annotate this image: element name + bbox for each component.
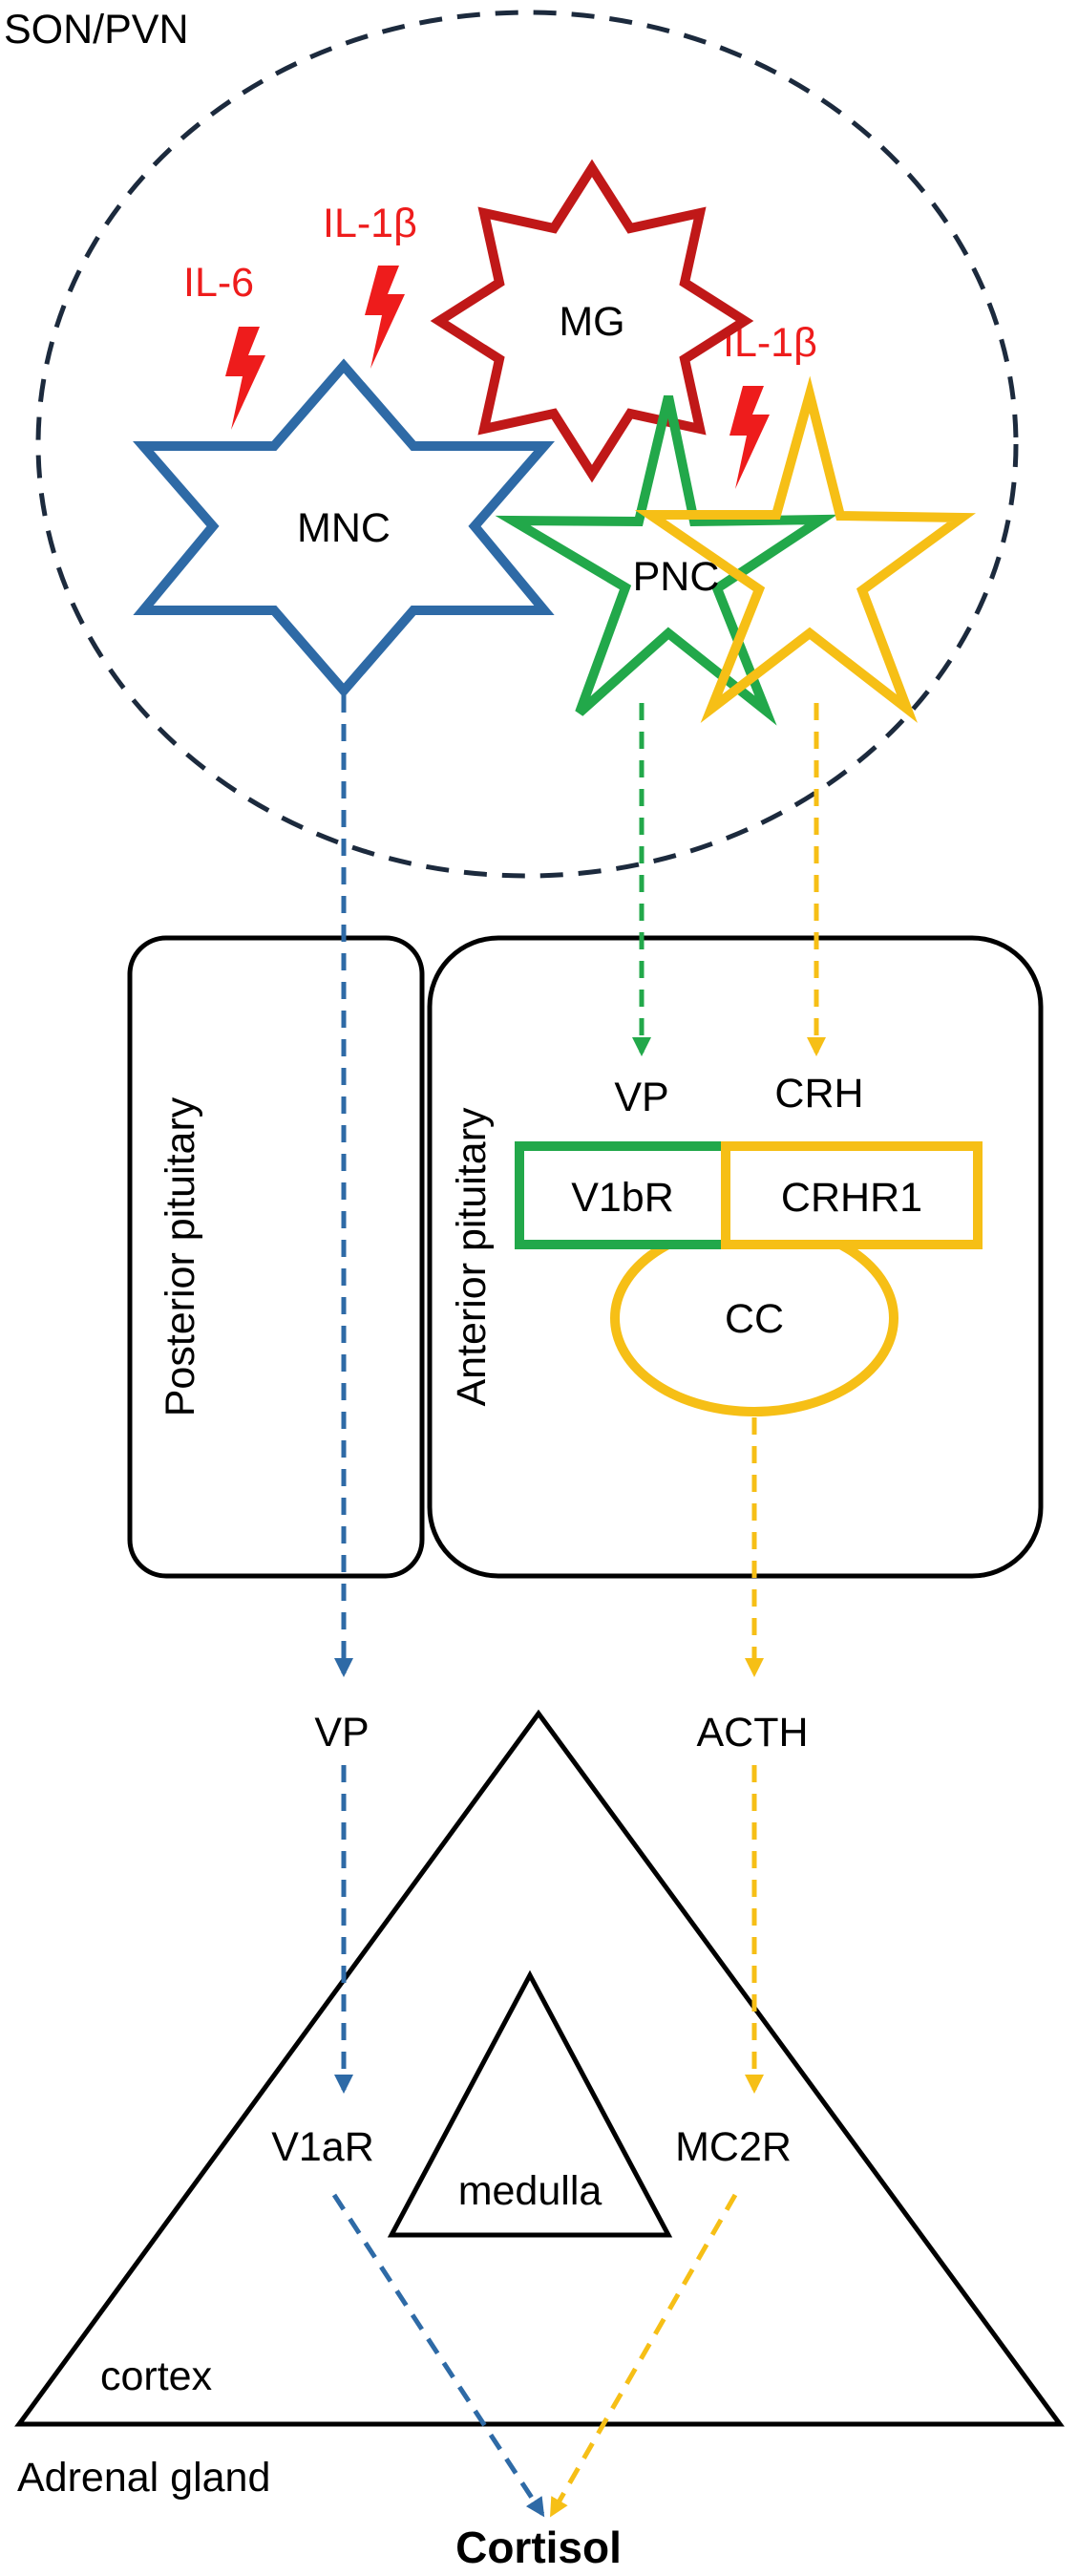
- lightning-bolt-icon: [729, 386, 770, 489]
- mc2r-label: MC2R: [675, 2124, 792, 2170]
- adrenal-cortex-triangle: [14, 1709, 1065, 2427]
- son-pvn-label: SON/PVN: [4, 7, 189, 53]
- pnc-vp-star: [495, 394, 838, 726]
- adrenal-medulla-triangle: [387, 1969, 673, 2238]
- v1ar-label: V1aR: [271, 2124, 374, 2170]
- adrenal-gland-label: Adrenal gland: [17, 2455, 270, 2501]
- posterior-pituitary-box: [127, 935, 425, 1579]
- cortisol-label: Cortisol: [455, 2523, 622, 2572]
- posterior-pituitary-label: Posterior pituitary: [158, 1096, 203, 1416]
- pnc-crh-star: [634, 375, 976, 724]
- son-pvn-region: [35, 10, 1019, 879]
- crhr1-receptor-box: [721, 1141, 983, 1249]
- mnc-magnocellular-neuron-shape: [133, 358, 555, 698]
- mnc-label: MNC: [297, 505, 391, 551]
- il6-label: IL-6: [183, 260, 254, 306]
- anterior-pituitary-box: [427, 935, 1044, 1579]
- crhr1-label: CRHR1: [781, 1175, 922, 1221]
- anterior-pituitary-label: Anterior pituitary: [449, 1107, 495, 1407]
- vp-anterior-label: VP: [614, 1075, 668, 1120]
- mg-label: MG: [559, 299, 624, 345]
- medulla-label: medulla: [458, 2168, 602, 2214]
- acth-label: ACTH: [696, 1710, 808, 1756]
- crh-label: CRH: [774, 1071, 863, 1117]
- v1ar-to-cortisol-arrow: [331, 2193, 545, 2518]
- il1b-left-label: IL-1β: [323, 201, 417, 246]
- v1br-label: V1bR: [571, 1175, 674, 1221]
- mc2r-to-cortisol-arrow: [549, 2193, 738, 2518]
- lightning-bolt-icon: [365, 266, 405, 369]
- vp-lower-label: VP: [314, 1710, 369, 1756]
- lightning-bolt-icon: [225, 327, 265, 430]
- cc-label: CC: [725, 1296, 784, 1342]
- cortex-label: cortex: [100, 2353, 213, 2399]
- mg-microglia-shape: [430, 159, 754, 483]
- pnc-label: PNC: [633, 554, 720, 600]
